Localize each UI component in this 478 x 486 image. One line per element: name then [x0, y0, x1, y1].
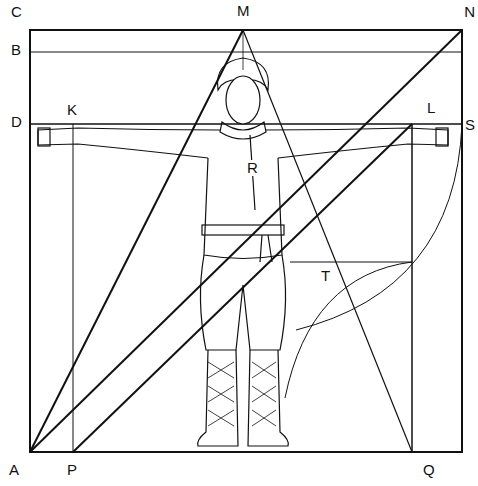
construction-arc: [296, 124, 462, 330]
point-letter: A: [8, 462, 20, 478]
point-letter: L: [426, 100, 436, 116]
guide-line: [411, 124, 413, 452]
point-letter: C: [10, 4, 23, 20]
point-letter: K: [66, 102, 78, 118]
square-frame: [30, 30, 462, 452]
point-letter: Q: [422, 462, 436, 478]
guide-line: [290, 262, 412, 263]
point-letter: B: [10, 42, 22, 58]
construction-arc: [285, 262, 412, 398]
guide-line: [243, 30, 244, 70]
point-letter: D: [10, 114, 23, 130]
point-letter: M: [236, 3, 251, 19]
point-letter: R: [246, 160, 259, 176]
guide-line: [73, 124, 74, 452]
diagonal-line: [243, 30, 412, 452]
diagonal-line: [73, 124, 412, 452]
diagonal-line: [30, 30, 462, 452]
point-letter: S: [464, 117, 476, 133]
point-letter: N: [463, 4, 476, 20]
point-letter: P: [66, 462, 78, 478]
diagonal-line: [30, 30, 243, 452]
point-letter: T: [320, 268, 331, 284]
human-figure: [38, 58, 448, 446]
guide-line: [30, 52, 462, 53]
